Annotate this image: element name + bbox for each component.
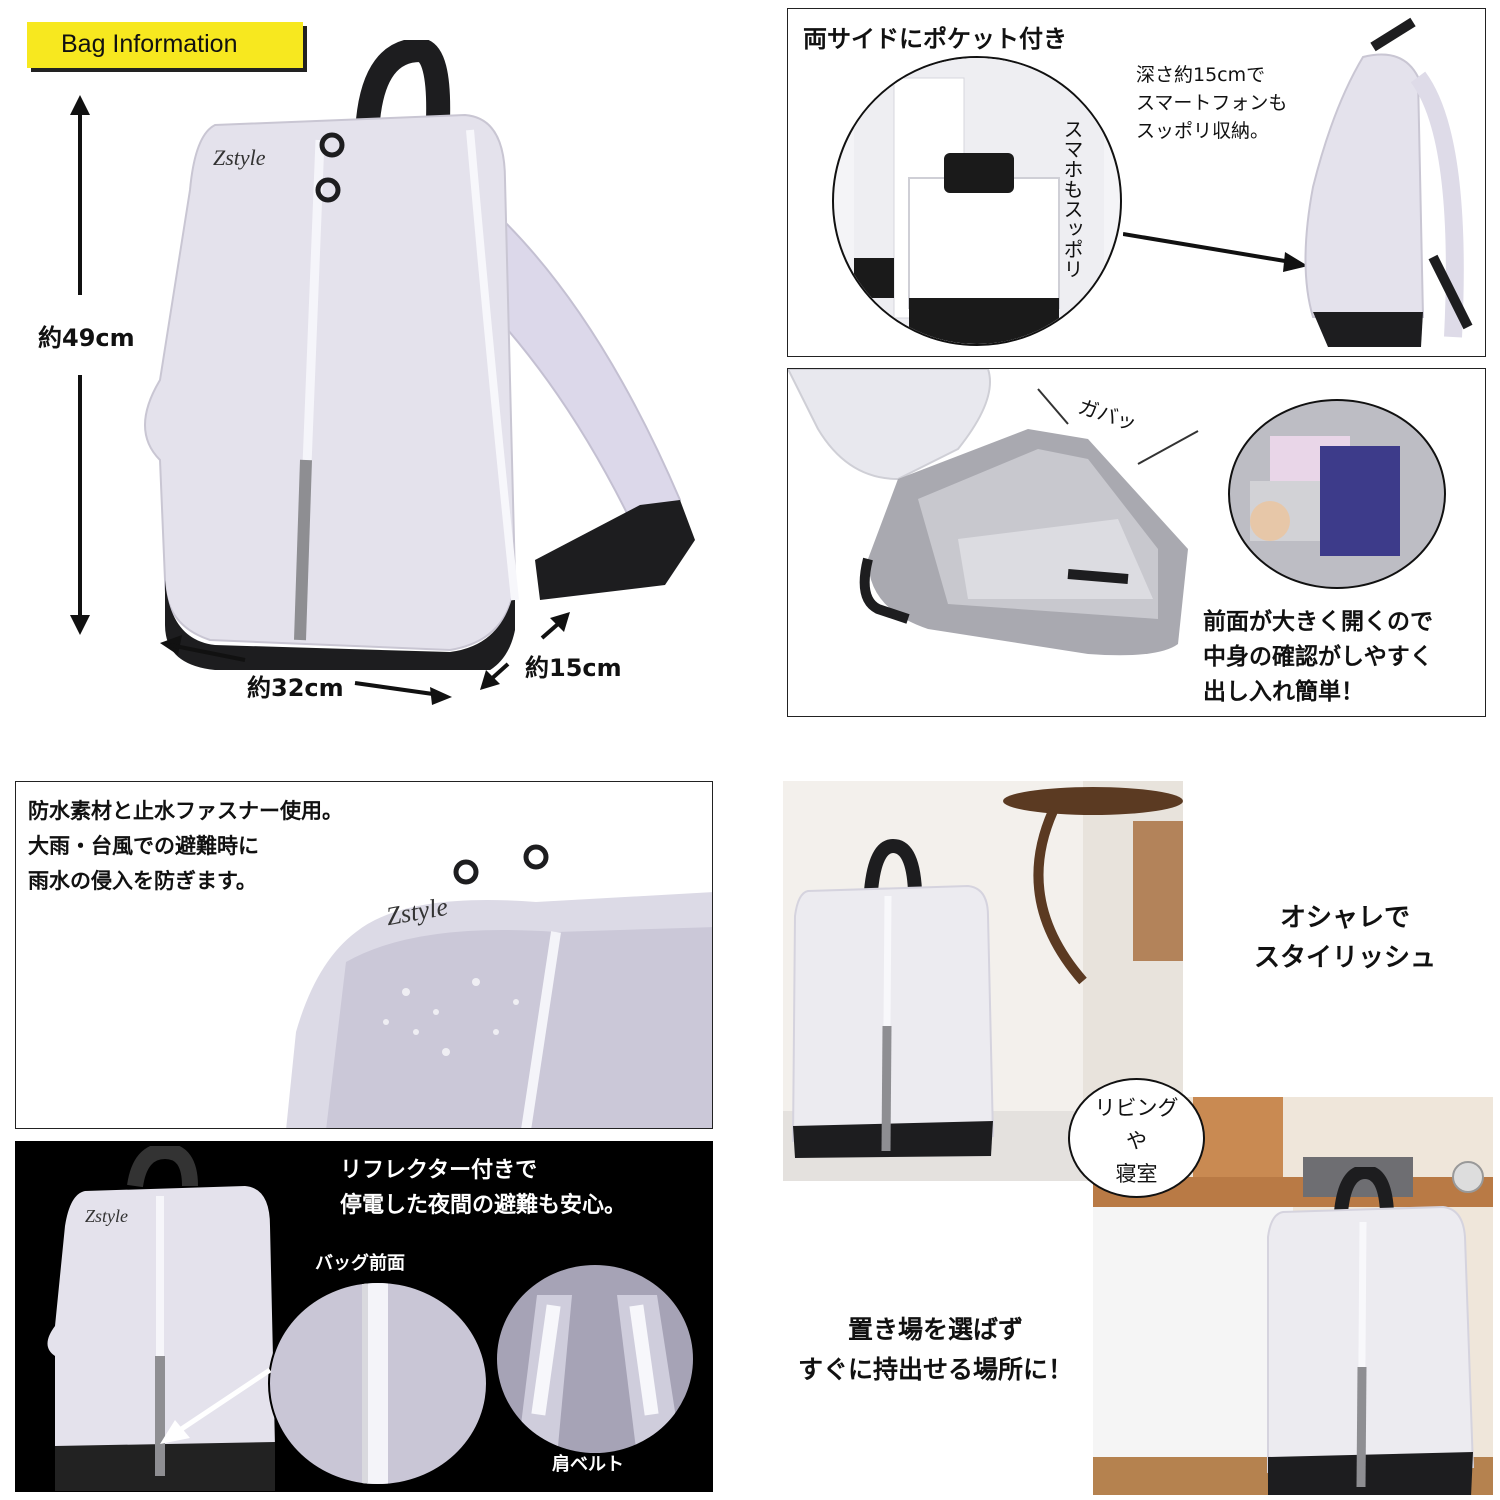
width-label: 約32cm bbox=[247, 674, 344, 702]
stylish-line-2: スタイリッシュ bbox=[1253, 943, 1436, 973]
height-arrow bbox=[70, 95, 90, 635]
opening-panel: ガバッ 前面が大きく開くので 中身の確認がしやすく 出し入れ簡単！ bbox=[787, 368, 1486, 717]
reflector-text: リフレクター付きで 停電した夜間の避難も安心。 bbox=[340, 1153, 626, 1223]
note-line-3: スッポリ収納。 bbox=[1136, 120, 1270, 142]
opening-caption: 前面が大きく開くので 中身の確認がしやすく 出し入れ簡単！ bbox=[1203, 605, 1433, 710]
side-pocket-panel: 両サイドにポケット付き スマホもスッポリ 深さ約15cmで スマートフォンも ス… bbox=[787, 8, 1486, 357]
reflector-panel: Zstyle リフレクター付きで 停電した夜間の避難も安心。 バッグ前面 肩ベル… bbox=[15, 1141, 713, 1492]
stylish-text: オシャレで スタイリッシュ bbox=[1240, 898, 1450, 978]
strap-label: 肩ベルト bbox=[552, 1454, 624, 1475]
waterproof-text: 防水素材と止水ファスナー使用。 大雨・台風での避難時に 雨水の侵入を防ぎます。 bbox=[28, 794, 343, 899]
motion-lines bbox=[1037, 388, 1199, 465]
opening-caption-line-3: 出し入れ簡単！ bbox=[1203, 679, 1364, 705]
rooms-line-1: リビング bbox=[1094, 1096, 1179, 1120]
brand-logo: Zstyle bbox=[213, 145, 266, 170]
waterproof-line-1: 防水素材と止水ファスナー使用。 bbox=[28, 799, 343, 823]
rooms-line-2: や bbox=[1126, 1129, 1147, 1153]
reflector-line-1: リフレクター付きで bbox=[340, 1158, 538, 1183]
side-pocket-closeup bbox=[832, 56, 1122, 346]
rooms-line-3: 寝室 bbox=[1115, 1162, 1158, 1186]
bedroom-photo bbox=[1093, 1097, 1493, 1495]
placement-line-2: すぐに持出せる場所に！ bbox=[797, 1355, 1073, 1384]
bag-information-badge: Bag Information bbox=[27, 22, 303, 68]
vertical-caption-text: スマホもスッポリ bbox=[1060, 119, 1084, 279]
reflector-backpack-image bbox=[47, 1146, 275, 1491]
opening-caption-line-2: 中身の確認がしやすく bbox=[1203, 644, 1433, 670]
rooms-badge: リビング や 寝室 bbox=[1068, 1078, 1205, 1198]
open-backpack-image bbox=[788, 369, 1188, 656]
pocket-depth-note: 深さ約15cmで スマートフォンも スッポリ収納。 bbox=[1136, 61, 1287, 145]
reflector-brand-logo: Zstyle bbox=[85, 1206, 128, 1226]
contents-closeup bbox=[1228, 399, 1446, 589]
opening-caption-line-1: 前面が大きく開くので bbox=[1203, 609, 1433, 635]
note-line-1: 深さ約15cmで bbox=[1136, 64, 1266, 86]
depth-arrow bbox=[480, 612, 570, 690]
bag-information-label: Bag Information bbox=[61, 30, 238, 58]
waterproof-panel: 防水素材と止水ファスナー使用。 大雨・台風での避難時に 雨水の侵入を防ぎます。 … bbox=[15, 781, 713, 1129]
width-arrow bbox=[160, 635, 452, 705]
waterproof-line-2: 大雨・台風での避難時に bbox=[28, 834, 259, 858]
stylish-line-1: オシャレで bbox=[1279, 903, 1410, 933]
pointer-arrow bbox=[1123, 232, 1308, 272]
strap-reflector-closeup bbox=[495, 1263, 695, 1455]
placement-line-1: 置き場を選ばず bbox=[847, 1315, 1023, 1344]
waterproof-closeup-image bbox=[286, 844, 712, 1128]
front-reflector-closeup bbox=[268, 1281, 488, 1486]
side-view-backpack bbox=[1304, 17, 1473, 347]
reflector-line-2: 停電した夜間の避難も安心。 bbox=[340, 1193, 627, 1218]
reflector-pointer-arrow bbox=[160, 1367, 272, 1444]
waterproof-line-3: 雨水の侵入を防ぎます。 bbox=[28, 869, 257, 893]
bedroom-backpack bbox=[1267, 1167, 1475, 1495]
main-backpack-image bbox=[144, 40, 695, 670]
placement-text: 置き場を選ばず すぐに持出せる場所に！ bbox=[778, 1310, 1093, 1390]
height-label: 約49cm bbox=[38, 324, 135, 352]
living-room-backpack bbox=[791, 838, 995, 1158]
depth-label: 約15cm bbox=[525, 654, 622, 682]
front-label: バッグ前面 bbox=[315, 1253, 405, 1274]
smartphone-vertical-caption: スマホもスッポリ bbox=[1058, 119, 1086, 285]
side-pocket-title: 両サイドにポケット付き bbox=[803, 25, 1067, 53]
note-line-2: スマートフォンも bbox=[1136, 92, 1288, 114]
